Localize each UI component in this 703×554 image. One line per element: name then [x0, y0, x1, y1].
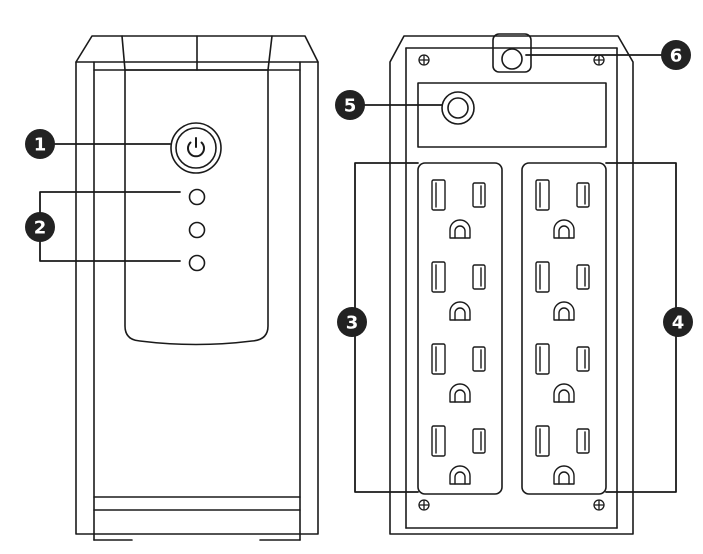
- front-control-panel: [124, 69, 269, 346]
- outlet-bank-panel: [417, 162, 503, 495]
- rear-body-outline: [389, 35, 634, 535]
- outlet-ground-slot: [449, 465, 471, 485]
- callout-4-badge: 4: [663, 307, 693, 337]
- power-outlet: [431, 179, 486, 239]
- outlet-neutral-slot: [431, 425, 446, 457]
- power-outlet: [535, 179, 590, 239]
- led-indicator-2: [188, 221, 206, 239]
- front-top-seam-right: [267, 35, 273, 71]
- outlet-neutral-slot: [535, 261, 550, 293]
- outlet-hot-slot: [472, 428, 486, 454]
- outlet-ground-slot: [553, 219, 575, 239]
- screw-icon: [593, 499, 605, 511]
- power-button-inner-ring: [175, 127, 217, 169]
- outlet-ground-slot: [553, 301, 575, 321]
- breaker-panel: [417, 82, 607, 148]
- outlet-neutral-slot: [431, 179, 446, 211]
- outlet-bank-panel: [521, 162, 607, 495]
- leader-bracket-2: [39, 191, 181, 262]
- callout-2-label: 2: [34, 218, 47, 239]
- led-indicator-1: [188, 188, 206, 206]
- callout-5-badge: 5: [335, 90, 365, 120]
- outlet-ground-slot: [449, 219, 471, 239]
- power-icon: [187, 137, 205, 158]
- outlet-hot-slot: [472, 182, 486, 208]
- callout-3-label: 3: [346, 313, 359, 334]
- outlet-neutral-slot: [535, 343, 550, 375]
- power-outlet: [535, 425, 590, 485]
- outlet-hot-slot: [576, 264, 590, 290]
- outlet-ground-slot: [449, 383, 471, 403]
- screw-icon: [418, 54, 430, 66]
- callout-1-label: 1: [34, 135, 47, 156]
- outlet-bank-right: [521, 162, 607, 495]
- front-body-outline: [75, 35, 319, 535]
- input-connector: [501, 48, 523, 70]
- outlet-ground-slot: [553, 465, 575, 485]
- circuit-breaker-inner: [447, 97, 469, 119]
- outlet-neutral-slot: [431, 261, 446, 293]
- led-indicator-3: [188, 254, 206, 272]
- leader-lines: [39, 54, 677, 493]
- outlet-hot-slot: [576, 182, 590, 208]
- power-outlet: [535, 343, 590, 403]
- outlet-neutral-slot: [535, 179, 550, 211]
- callout-1-badge: 1: [25, 129, 55, 159]
- callout-4-label: 4: [672, 313, 685, 334]
- callout-3-badge: 3: [337, 307, 367, 337]
- power-outlet: [431, 425, 486, 485]
- outlet-hot-slot: [472, 264, 486, 290]
- power-outlet: [535, 261, 590, 321]
- callout-6-badge: 6: [661, 40, 691, 70]
- screw-icon: [418, 499, 430, 511]
- outlet-hot-slot: [472, 346, 486, 372]
- power-button[interactable]: [170, 122, 222, 174]
- outlet-neutral-slot: [535, 425, 550, 457]
- outlet-bank-left: [417, 162, 503, 495]
- power-outlet: [431, 343, 486, 403]
- callout-2-badge: 2: [25, 212, 55, 242]
- circuit-breaker-outer[interactable]: [441, 91, 475, 125]
- outlet-hot-slot: [576, 428, 590, 454]
- input-connector-housing: [492, 33, 532, 73]
- callout-5-label: 5: [344, 96, 357, 117]
- front-view: [75, 35, 319, 541]
- outlet-hot-slot: [576, 346, 590, 372]
- outlet-neutral-slot: [431, 343, 446, 375]
- outlet-ground-slot: [553, 383, 575, 403]
- callout-badges: 1 2 3 4 5 6: [25, 40, 693, 337]
- callout-6-label: 6: [670, 46, 683, 67]
- screw-icon: [593, 54, 605, 66]
- power-outlet: [431, 261, 486, 321]
- outlet-ground-slot: [449, 301, 471, 321]
- power-button-outer-ring: [170, 122, 222, 174]
- rear-view: [389, 33, 634, 535]
- front-top-seam-left: [121, 35, 126, 71]
- mounting-screws: [418, 54, 605, 511]
